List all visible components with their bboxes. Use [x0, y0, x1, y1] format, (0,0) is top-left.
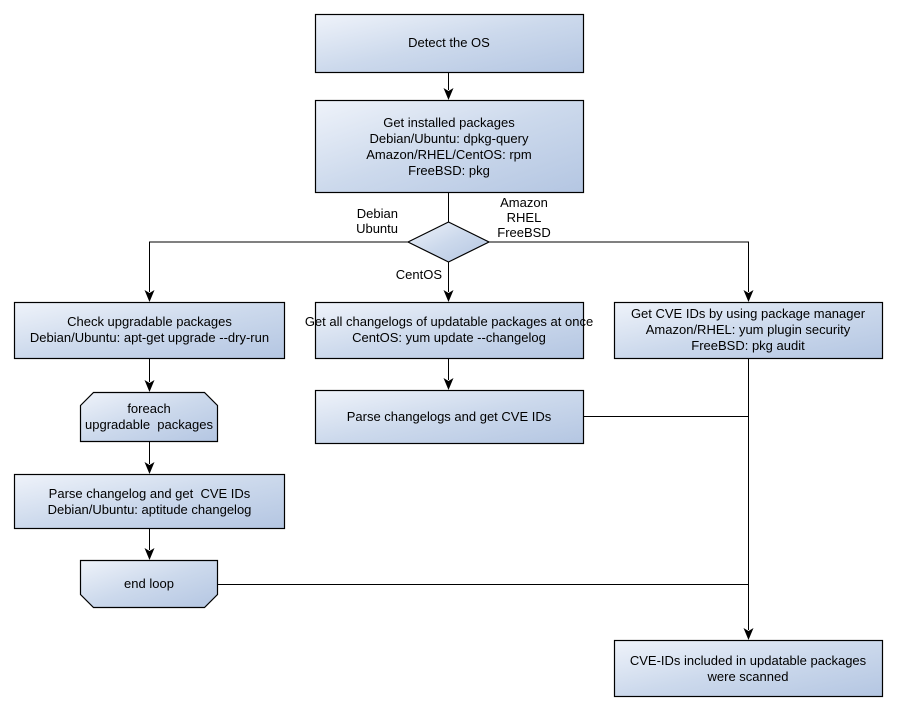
get-installed-packages-shape — [314, 99, 585, 194]
arrowhead-installed — [443, 88, 454, 100]
edge-decision-to-debian-branch — [149, 241, 408, 292]
arrowhead-get-changelogs — [443, 290, 454, 302]
connectors — [149, 72, 749, 630]
arrowhead-parse-changelogs — [443, 378, 454, 390]
arrowhead-get-cve-ids — [743, 290, 754, 302]
foreach-loop-shape — [79, 391, 219, 443]
detect-os-shape — [314, 13, 585, 74]
arrowhead-parse-changelog — [144, 462, 155, 474]
arrowhead-foreach — [144, 380, 155, 392]
check-upgradable-shape — [13, 301, 286, 360]
parse-changelog-debian-shape — [13, 473, 286, 530]
os-decision-diamond — [406, 221, 491, 263]
edge-decision-to-amazon-branch — [488, 241, 749, 292]
arrowhead-cve-scanned — [743, 628, 754, 640]
arrowheads — [144, 88, 754, 640]
get-cve-ids-pkg-manager-shape — [613, 301, 884, 360]
arrowhead-end-loop — [144, 548, 155, 560]
cve-scanned-shape — [613, 639, 884, 698]
parse-changelogs-centos-shape — [314, 389, 585, 445]
arrowhead-check-upgradable — [144, 290, 155, 302]
end-loop-shape — [79, 559, 219, 609]
get-changelogs-centos-shape — [314, 301, 585, 360]
node-shapes — [13, 13, 884, 698]
